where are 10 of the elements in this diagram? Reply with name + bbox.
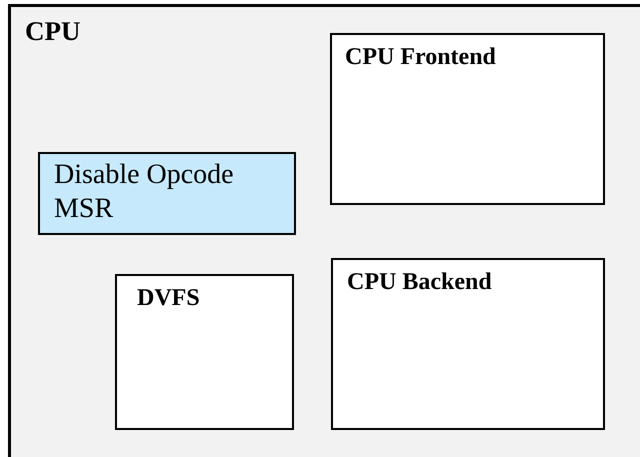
component-box <box>331 258 605 430</box>
box-heading: CPU Backend <box>347 268 492 297</box>
component-box <box>115 274 294 430</box>
highlighted-box <box>38 152 296 235</box>
box-heading: CPU <box>25 15 80 48</box>
box-heading: DVFS <box>137 284 200 313</box>
box-label: Disable Opcode MSR <box>54 158 235 226</box>
component-box <box>330 33 605 205</box>
box-heading: CPU Frontend <box>345 43 496 72</box>
container-box <box>8 4 640 457</box>
